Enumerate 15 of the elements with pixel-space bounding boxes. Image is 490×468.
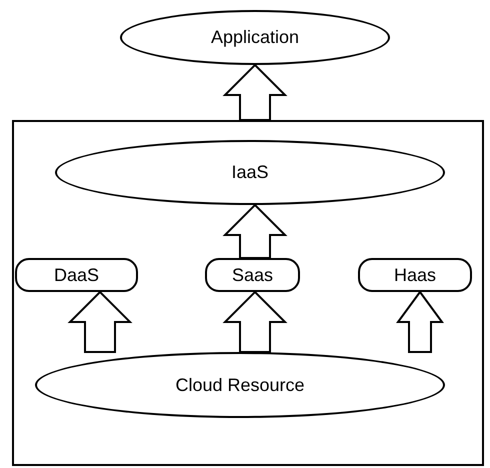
node-label: IaaS (231, 161, 269, 184)
node-label: Application (210, 26, 300, 49)
block-arrow (68, 290, 132, 353)
node-label: Haas (394, 264, 436, 286)
rounded-box (15, 258, 138, 292)
rounded-box (205, 258, 300, 292)
container-box (12, 120, 484, 466)
block-arrow (222, 204, 288, 259)
block-arrow (222, 290, 288, 353)
block-arrow (222, 64, 288, 121)
node-label: Cloud Resource (175, 374, 305, 396)
node-label: Saas (232, 264, 274, 286)
node-label: DaaS (54, 264, 100, 286)
block-arrow (396, 290, 444, 353)
rounded-box (358, 258, 472, 292)
